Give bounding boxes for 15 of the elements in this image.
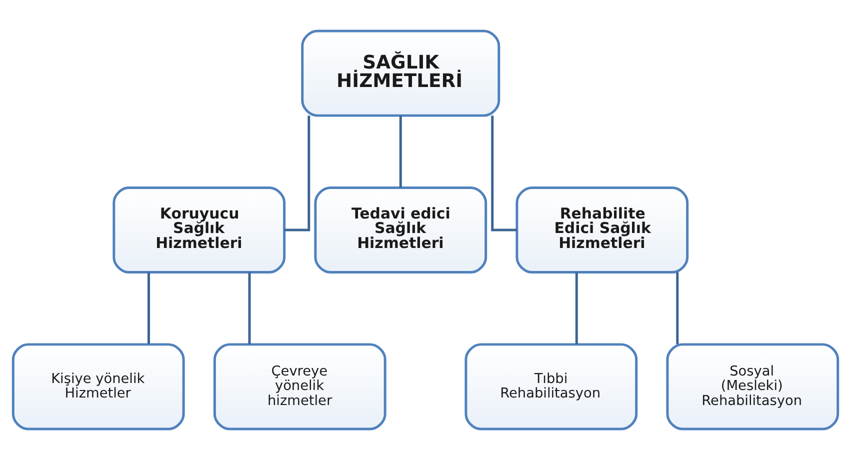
node-box: Rehabilite Edici Sağlık Hizmetleri bbox=[516, 186, 689, 274]
connector bbox=[248, 272, 251, 344]
node-box: Çevreye yönelik hizmetler bbox=[213, 342, 386, 430]
connector bbox=[676, 272, 679, 344]
connector bbox=[284, 115, 310, 231]
connector bbox=[575, 272, 578, 344]
connector bbox=[399, 115, 402, 188]
connector bbox=[491, 115, 517, 231]
node-box: Sosyal (Mesleki) Rehabilitasyon bbox=[666, 342, 840, 430]
node-box: Tedavi edici Sağlık Hizmetleri bbox=[314, 186, 488, 274]
node-box: Kişiye yönelik Hizmetler bbox=[12, 342, 185, 430]
connector bbox=[147, 272, 150, 344]
node-box: SAĞLIK HİZMETLERİ bbox=[301, 29, 500, 116]
node-box: Tıbbi Rehabilitasyon bbox=[464, 342, 638, 430]
node-box: Koruyucu Sağlık Hizmetleri bbox=[112, 186, 286, 274]
